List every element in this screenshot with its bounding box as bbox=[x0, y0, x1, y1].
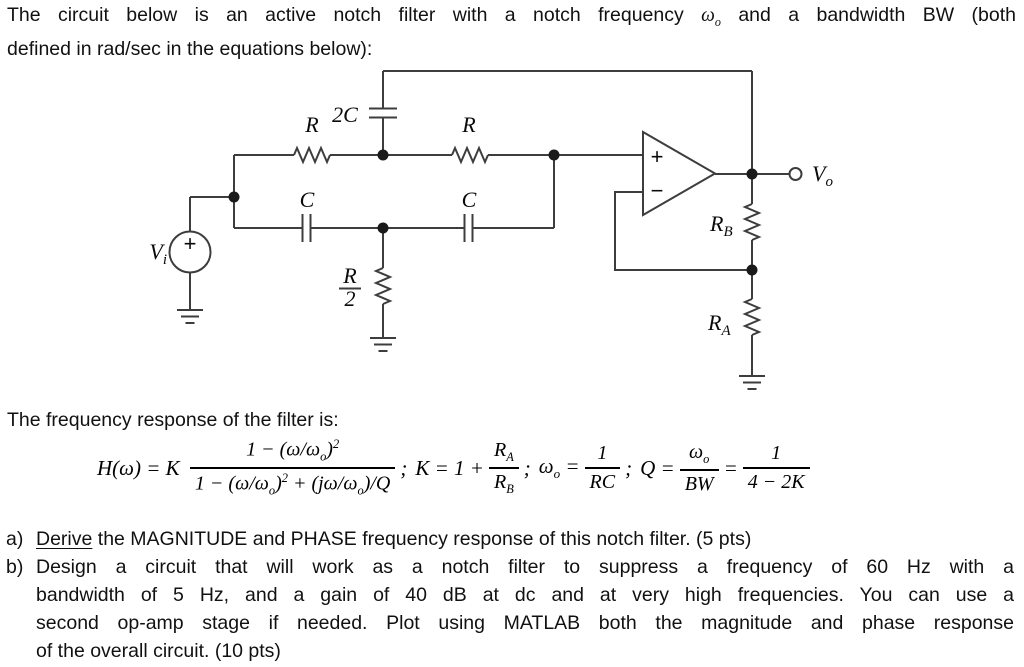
label-2c: 2C bbox=[332, 102, 358, 127]
eq-k-numerator: RA bbox=[493, 439, 514, 464]
output-terminal bbox=[788, 167, 803, 181]
node-opamp-input bbox=[548, 149, 560, 161]
eq-q-denominator: BW bbox=[679, 468, 719, 496]
label-r-half-numerator: R bbox=[342, 263, 357, 288]
eq-main-denominator: 1 − (ω/ωo)2 + (jω/ωo)/Q bbox=[189, 467, 396, 499]
eq-q2-numerator: 1 bbox=[771, 442, 782, 464]
resistor-r1 bbox=[293, 145, 331, 165]
intro-text-post: and a bandwidth BW (both bbox=[720, 4, 1016, 26]
questions-list: a) Derive the MAGNITUDE and PHASE freque… bbox=[6, 525, 1014, 665]
intro-line-2: defined in rad/sec in the equations belo… bbox=[7, 37, 373, 60]
eq-lhs: H(ω) = K bbox=[97, 455, 185, 480]
label-r1: R bbox=[304, 112, 319, 137]
intro-paragraph: The circuit below is an active notch fil… bbox=[7, 2, 1016, 63]
eq-k-fraction: RA RB bbox=[488, 439, 519, 497]
resistor-rb bbox=[742, 203, 762, 241]
capacitor-c2 bbox=[463, 214, 474, 242]
intro-text-pre: The circuit below is an active notch fil… bbox=[7, 4, 702, 26]
eq-omega-denominator: RC bbox=[584, 467, 621, 494]
question-a-underlined-word: Derive bbox=[36, 528, 93, 550]
node-input-junction bbox=[228, 191, 240, 203]
capacitor-c1 bbox=[301, 214, 312, 242]
eq-q2-denominator: 4 − 2K bbox=[742, 467, 810, 494]
resistor-r-half bbox=[373, 267, 393, 305]
question-b: b) Design a circuit that will work as a … bbox=[6, 553, 1014, 665]
label-c2: C bbox=[462, 187, 477, 212]
circuit-wires bbox=[189, 70, 789, 376]
label-r2: R bbox=[461, 112, 476, 137]
eq-separator-2: ; bbox=[523, 455, 531, 480]
eq-q2-fraction: 1 4 − 2K bbox=[742, 442, 810, 494]
eq-main-fraction: 1 − (ω/ωo)2 1 − (ω/ωo)2 + (jω/ωo)/Q bbox=[189, 437, 396, 499]
question-b-line-4: of the overall circuit. (10 pts) bbox=[36, 640, 281, 662]
ground-ra bbox=[739, 375, 765, 390]
label-c1: C bbox=[300, 187, 315, 212]
opamp-triangle bbox=[642, 130, 718, 217]
question-b-body: Design a circuit that will work as a not… bbox=[36, 553, 1014, 665]
question-a-body: Derive the MAGNITUDE and PHASE frequency… bbox=[36, 525, 1014, 553]
eq-equals-2: = bbox=[723, 455, 738, 480]
intro-line-1: The circuit below is an active notch fil… bbox=[7, 2, 1016, 36]
question-a: a) Derive the MAGNITUDE and PHASE freque… bbox=[6, 525, 1014, 553]
eq-q-numerator: ωo bbox=[688, 440, 710, 466]
question-a-text: the MAGNITUDE and PHASE frequency respon… bbox=[92, 528, 752, 550]
label-r-half-denominator: 2 bbox=[345, 286, 356, 311]
opamp-minus-input-label: − bbox=[651, 178, 664, 203]
question-b-line-3: second op-amp stage if needed. Plot usin… bbox=[36, 612, 1014, 634]
resistor-r2 bbox=[451, 145, 489, 165]
omega-symbol: ω bbox=[701, 5, 715, 26]
node-top-middle bbox=[377, 149, 389, 161]
eq-omega-numerator: 1 bbox=[597, 442, 608, 464]
question-a-label: a) bbox=[6, 528, 24, 550]
eq-q-term: Q = bbox=[640, 455, 675, 480]
circuit-diagram: + − + R 2C R C C R 2 Vi Vo RB RA bbox=[149, 70, 833, 390]
eq-separator-3: ; bbox=[625, 455, 633, 480]
opamp-plus-input-label: + bbox=[651, 144, 664, 169]
node-bottom-middle bbox=[377, 222, 389, 234]
voltage-source-vi bbox=[168, 230, 212, 274]
eq-q-fraction: ωo BW bbox=[679, 440, 719, 496]
resistor-ra bbox=[742, 298, 762, 336]
eq-omega-fraction: 1 RC bbox=[584, 442, 621, 494]
question-b-label: b) bbox=[6, 556, 24, 578]
label-rb: RB bbox=[709, 211, 733, 240]
eq-main-numerator: 1 − (ω/ωo)2 bbox=[246, 437, 340, 464]
node-output bbox=[746, 168, 758, 180]
label-vo: Vo bbox=[812, 161, 833, 190]
eq-separator-1: ; bbox=[400, 455, 408, 480]
eq-omega-term: ωo = bbox=[538, 453, 580, 482]
label-ra: RA bbox=[707, 310, 731, 339]
capacitor-2c bbox=[369, 107, 397, 119]
label-vi: Vi bbox=[149, 239, 167, 268]
omega-subscript: o bbox=[714, 14, 721, 29]
eq-k-denominator: RB bbox=[488, 467, 519, 497]
source-plus-sign: + bbox=[184, 231, 197, 256]
node-feedback bbox=[746, 264, 758, 276]
question-b-line-2: bandwidth of 5 Hz, and a gain of 40 dB a… bbox=[36, 584, 1014, 606]
eq-k-term: K = 1 + bbox=[415, 455, 484, 480]
question-b-line-1: Design a circuit that will work as a not… bbox=[36, 556, 1014, 578]
ground-vi bbox=[177, 309, 203, 324]
filter-equation: H(ω) = K 1 − (ω/ωo)2 1 − (ω/ωo)2 + (jω/ω… bbox=[97, 430, 815, 506]
frequency-response-heading: The frequency response of the filter is: bbox=[7, 409, 339, 431]
ground-r-half bbox=[370, 337, 396, 352]
